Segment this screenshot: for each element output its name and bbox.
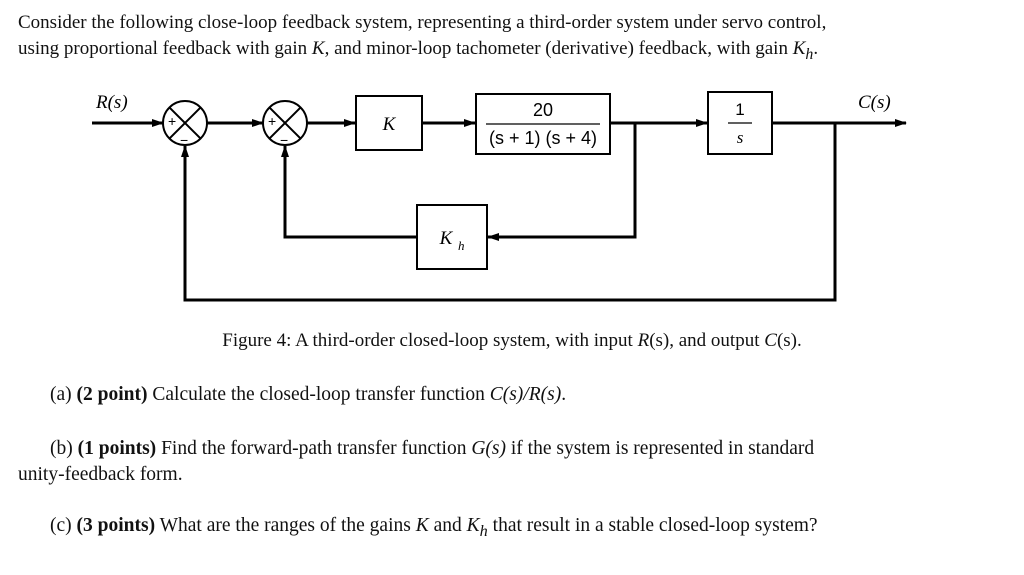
problem-intro: Consider the following close-loop feedba…	[18, 10, 1003, 68]
question-text: Find the forward-path transfer function	[156, 438, 472, 459]
math-expression: G(s)	[471, 438, 507, 459]
gain-symbol: K	[415, 515, 429, 536]
tach-block-label: K	[439, 228, 454, 249]
plant-denominator: (s + 1) (s + 4)	[489, 128, 597, 148]
question-text: What are the ranges of the gains	[155, 515, 416, 536]
caption-text: (s)	[649, 330, 670, 351]
question-c: (c) (3 points) What are the ranges of th…	[18, 513, 1008, 544]
sum1-minus-sign: −	[180, 132, 188, 148]
question-b: (b) (1 points) Find the forward-path tra…	[18, 436, 1008, 488]
output-label: C(s)	[858, 92, 891, 113]
intro-line-2: using proportional feedback with gain K,…	[18, 36, 1003, 68]
question-b-line-1: (b) (1 points) Find the forward-path tra…	[18, 436, 1008, 462]
question-c-line: (c) (3 points) What are the ranges of th…	[18, 513, 1008, 544]
intro-text: using proportional feedback with gain	[18, 38, 312, 59]
tach-gain-subscript: h	[805, 45, 814, 63]
integrator-denominator: s	[737, 128, 744, 147]
question-text: if the system is represented in standard	[506, 438, 815, 459]
points-badge: (1 points)	[77, 438, 157, 459]
minor-loop-feedback-path	[487, 123, 637, 241]
intro-text: .	[813, 38, 819, 59]
question-text: that result in a stable closed-loop syst…	[487, 515, 818, 536]
input-label: R(s)	[95, 92, 128, 113]
sum2-minus-sign: −	[280, 132, 288, 148]
integrator-numerator: 1	[735, 100, 744, 119]
question-b-line-2: unity-feedback form.	[18, 464, 183, 485]
question-a-line: (a) (2 point) Calculate the closed-loop …	[18, 382, 1008, 408]
block-diagram-svg: R(s) C(s) + − + − K 20 (s + 1) (s + 4) 1…	[92, 91, 907, 302]
gain-block-label: K	[382, 114, 397, 135]
intro-line-1: Consider the following close-loop feedba…	[18, 12, 827, 33]
sum1-plus-sign: +	[168, 113, 176, 129]
tach-gain-symbol: K	[466, 515, 480, 536]
tach-gain-subscript: h	[479, 521, 488, 540]
question-label: (c)	[50, 515, 72, 536]
block-diagram: R(s) C(s) + − + − K 20 (s + 1) (s + 4) 1…	[80, 82, 910, 312]
caption-text: .	[797, 330, 802, 351]
question-label: (b)	[50, 438, 73, 459]
caption-output-symbol: C	[764, 330, 777, 351]
figure-caption: Figure 4: A third-order closed-loop syst…	[0, 330, 1024, 352]
tach-to-sum2-arrow	[281, 145, 417, 239]
sum2-plus-sign: +	[268, 113, 276, 129]
unity-feedback-path	[181, 123, 837, 302]
math-expression: C(s)/R(s)	[489, 384, 562, 405]
gain-symbol: K	[311, 38, 325, 59]
question-text: and	[428, 515, 467, 536]
question-text: Calculate the closed-loop transfer funct…	[147, 384, 490, 405]
caption-text: (s)	[776, 330, 797, 351]
tach-gain-symbol: K	[792, 38, 806, 59]
intro-text: , and minor-loop tachometer (derivative)…	[324, 38, 793, 59]
question-a: (a) (2 point) Calculate the closed-loop …	[18, 382, 1008, 408]
plant-numerator: 20	[533, 100, 553, 120]
caption-input-symbol: R	[637, 330, 650, 351]
tach-block-subscript: h	[458, 238, 465, 253]
points-badge: (3 points)	[76, 515, 156, 536]
caption-text: , and output	[669, 330, 765, 351]
question-text: .	[561, 384, 567, 405]
points-badge: (2 point)	[76, 384, 148, 405]
question-label: (a)	[50, 384, 72, 405]
caption-text: Figure 4: A third-order closed-loop syst…	[222, 330, 638, 351]
